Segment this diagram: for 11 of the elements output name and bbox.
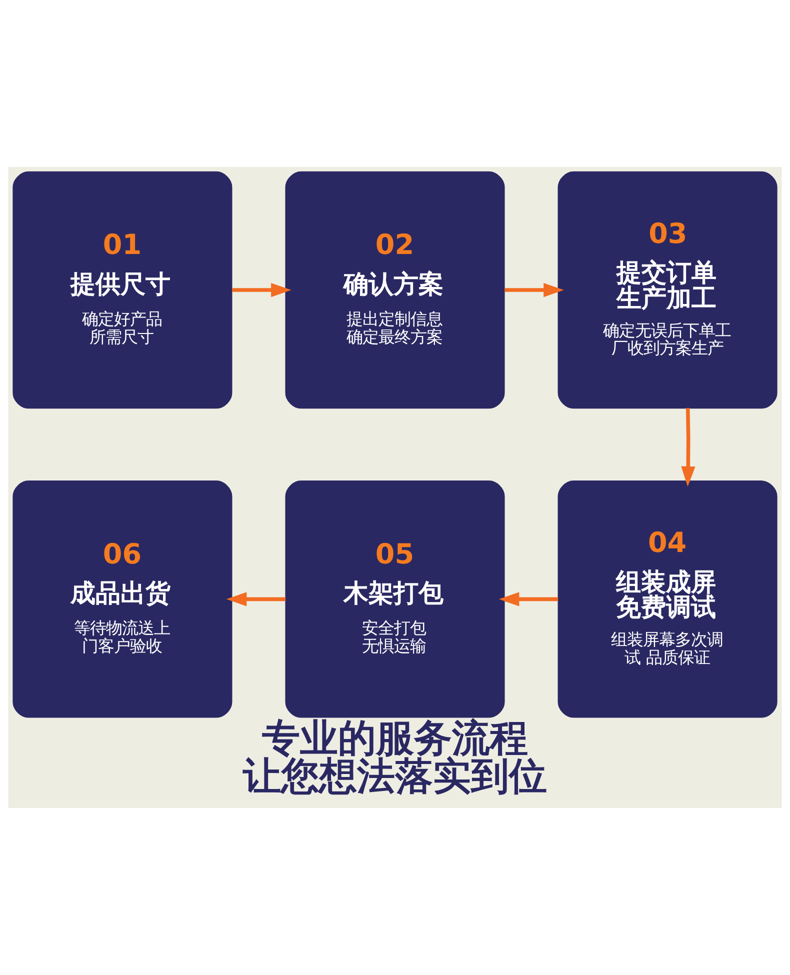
arrow	[226, 592, 286, 606]
node-box: 03 提交订单生产加工 确定无误后下单工厂收到方案生产	[558, 171, 778, 409]
node-box: 06 成品出货 等待物流送上门客户验收	[12, 480, 232, 718]
arrow	[504, 282, 564, 298]
node-box: 05 木架打包 安全打包无惧运输	[285, 480, 505, 718]
node-box: 02 确认方案 提出定制信息确定最终方案	[285, 171, 505, 409]
arrow	[498, 592, 558, 606]
node-box: 01 提供尺寸 确定好产品所需尺寸	[12, 171, 232, 409]
node-box: 04 组装成屏免费调试 组装屏幕多次调试 品质保证	[558, 480, 778, 718]
arrow	[681, 408, 696, 487]
arrow	[232, 282, 292, 298]
